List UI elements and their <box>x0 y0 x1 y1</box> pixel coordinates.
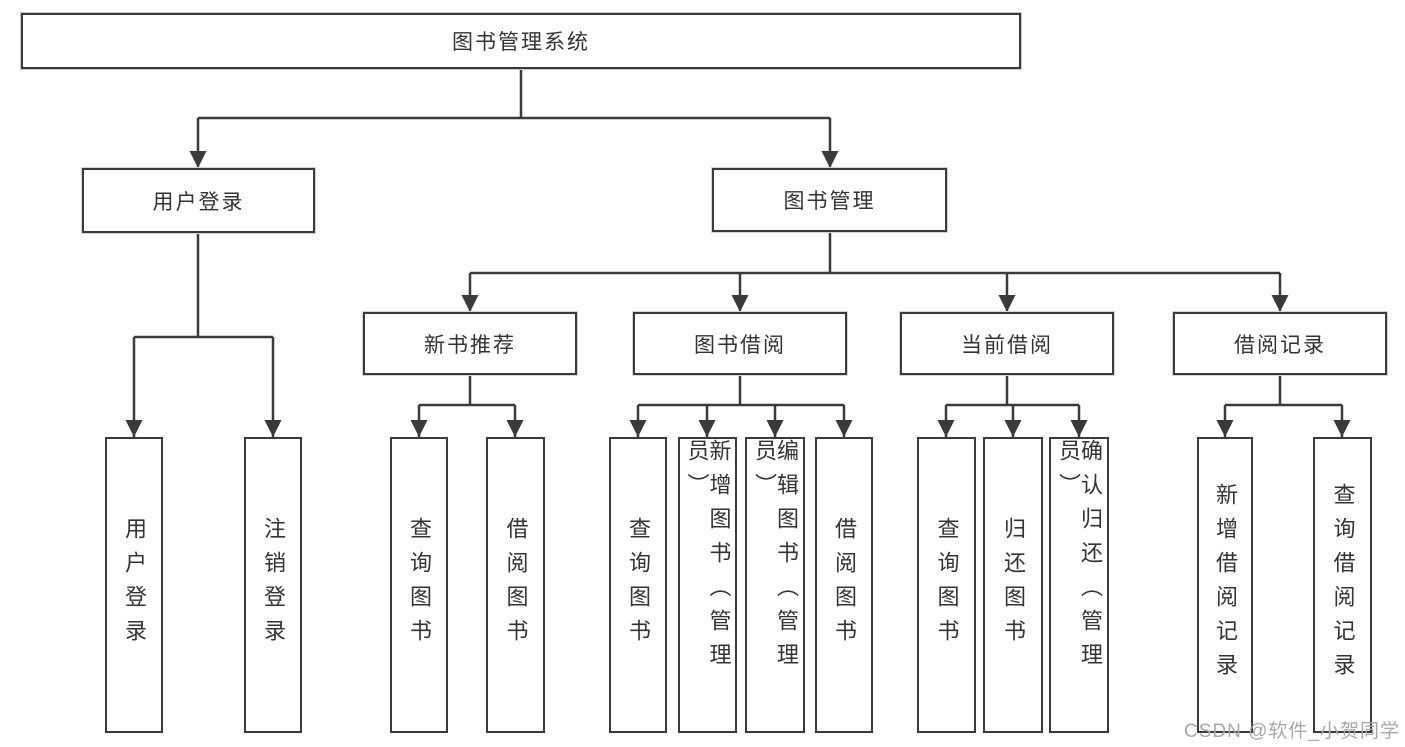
node-book-management: 图书管理 <box>712 168 947 232</box>
node-book-borrow: 图书借阅 <box>633 312 847 375</box>
node-book-management-label: 图书管理 <box>783 190 876 213</box>
node-current-borrow-label: 当前借阅 <box>961 333 1053 357</box>
connector-root <box>198 69 830 120</box>
leaf-logout: 注销登录 <box>244 437 302 733</box>
connector-new-books <box>419 375 515 407</box>
leaf-query-books-current: 查询图书 <box>917 437 976 733</box>
leaf-edit-book-admin-label: 编辑图书（管理员） <box>752 439 799 677</box>
leaf-add-book-admin-label: 新增图书（管理员） <box>684 439 732 677</box>
node-borrow-records: 借阅记录 <box>1173 312 1387 375</box>
leaf-borrow-books: 借阅图书 <box>815 437 873 733</box>
node-user-login: 用户登录 <box>82 168 315 233</box>
connector-user-login <box>134 233 273 339</box>
leaf-query-borrow-record: 查询借阅记录 <box>1313 437 1372 733</box>
leaf-query-books-current-label: 查询图书 <box>934 517 960 653</box>
leaf-user-login: 用户登录 <box>105 437 163 733</box>
leaf-edit-book-admin: 编辑图书（管理员） <box>745 437 805 733</box>
leaf-confirm-return-admin: 确认归还（管理员） <box>1049 437 1109 733</box>
node-book-borrow-label: 图书借阅 <box>694 333 786 357</box>
leaf-query-books-borrow-label: 查询图书 <box>626 517 651 653</box>
leaf-add-book-admin: 新增图书（管理员） <box>678 437 737 733</box>
leaf-return-book-label: 归还图书 <box>1001 517 1026 653</box>
connector-current-borrow <box>946 375 1079 407</box>
leaf-query-books-recommend-label: 查询图书 <box>407 517 432 653</box>
leaf-user-login-label: 用户登录 <box>122 517 147 653</box>
connector-book-borrow <box>638 375 844 407</box>
leaf-confirm-return-admin-label: 确认归还（管理员） <box>1056 439 1103 677</box>
node-new-book-recommend-label: 新书推荐 <box>424 333 516 357</box>
leaf-query-books-borrow: 查询图书 <box>609 437 667 733</box>
leaf-logout-label: 注销登录 <box>261 517 286 653</box>
node-library-system-label: 图书管理系统 <box>452 31 590 54</box>
connector-book-management <box>470 232 1280 275</box>
leaf-borrow-books-recommend-label: 借阅图书 <box>503 517 529 653</box>
csdn-watermark: CSDN @软件_小贺同学 <box>1184 721 1400 742</box>
node-user-login-label: 用户登录 <box>152 190 245 214</box>
node-new-book-recommend: 新书推荐 <box>363 312 577 375</box>
connector-borrow-records <box>1225 375 1342 407</box>
node-current-borrow: 当前借阅 <box>900 312 1114 375</box>
node-borrow-records-label: 借阅记录 <box>1234 333 1326 357</box>
leaf-query-borrow-record-label: 查询借阅记录 <box>1330 483 1356 687</box>
leaf-add-borrow-record-label: 新增借阅记录 <box>1213 483 1238 687</box>
leaf-add-borrow-record: 新增借阅记录 <box>1197 437 1253 733</box>
leaf-borrow-books-recommend: 借阅图书 <box>486 437 545 733</box>
leaf-return-book: 归还图书 <box>983 437 1043 733</box>
leaf-query-books-recommend: 查询图书 <box>390 437 448 733</box>
leaf-borrow-books-label: 借阅图书 <box>832 517 857 653</box>
node-library-system: 图书管理系统 <box>21 13 1021 69</box>
